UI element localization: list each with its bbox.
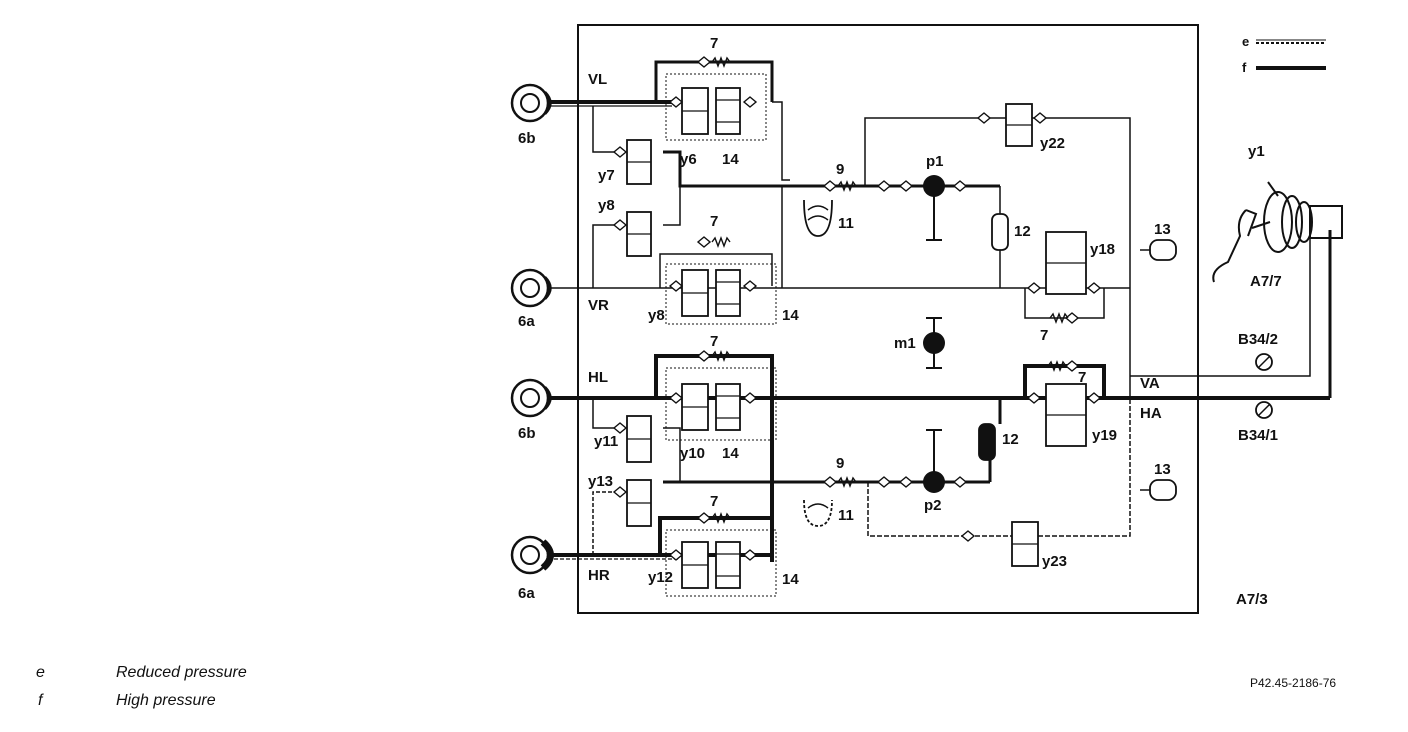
wheel-label-fl: 6b [518,130,536,147]
svg-text:14: 14 [722,151,739,168]
svg-text:14: 14 [782,571,799,588]
sensor-b34-1 [1255,401,1273,419]
svg-text:y1: y1 [1248,143,1265,160]
svg-text:12: 12 [1002,431,1019,448]
svg-text:13: 13 [1154,221,1171,238]
circuit-labels: VL VR HL HR VA HA [588,71,1162,584]
svg-text:y12: y12 [648,569,673,586]
svg-text:7: 7 [710,213,718,230]
wheel-label-rl: 6b [518,425,536,442]
svg-text:y13: y13 [588,473,613,490]
svg-text:f: f [1242,60,1247,75]
svg-text:y6: y6 [680,151,697,168]
svg-text:m1: m1 [894,335,916,352]
motor-m1 [923,317,945,369]
component-labels: 7 7 7 7 7 7 9 9 11 11 12 12 13 13 14 14 … [710,35,1282,608]
legend-key-e: e [36,664,45,681]
valve-labels: y6 y7 y8 y8 y10 y11 y12 y13 y18 y19 y22 … [588,135,1117,586]
svg-text:7: 7 [710,493,718,510]
svg-text:11: 11 [838,215,854,232]
svg-text:y7: y7 [598,167,615,184]
svg-text:y19: y19 [1092,427,1117,444]
svg-text:7: 7 [1078,369,1086,386]
svg-text:11: 11 [838,507,854,524]
svg-text:e: e [1242,34,1249,49]
sensor-b34-2 [1255,353,1273,371]
master-cylinder [1212,181,1343,283]
wheel-front-left [510,83,552,123]
svg-text:9: 9 [836,455,844,472]
wheel-label-fr: 6a [518,313,535,330]
svg-text:p2: p2 [924,497,942,514]
svg-text:VA: VA [1140,375,1160,392]
unit-frame [577,24,1199,614]
svg-text:y22: y22 [1040,135,1065,152]
reservoir-11-upper [803,199,833,237]
svg-text:B34/1: B34/1 [1238,427,1278,444]
svg-text:y8: y8 [598,197,615,214]
svg-text:14: 14 [722,445,739,462]
pump-p2 [923,471,945,493]
legend-label-reduced-pressure: Reduced pressure [116,664,247,681]
svg-text:9: 9 [836,161,844,178]
svg-text:HA: HA [1140,405,1162,422]
svg-text:13: 13 [1154,461,1171,478]
svg-text:y8: y8 [648,307,665,324]
wheel-front-right [510,268,552,308]
legend-lines: e f [1242,34,1326,75]
svg-text:HL: HL [588,369,608,386]
legend-label-high-pressure: High pressure [116,692,216,709]
valve-inner-lines [627,99,1086,577]
svg-text:B34/2: B34/2 [1238,331,1278,348]
chamber-13-upper [1149,239,1177,261]
wheel-rear-right [510,535,554,575]
svg-text:7: 7 [710,333,718,350]
chamber-13-lower [1149,479,1177,501]
svg-text:y18: y18 [1090,241,1115,258]
hydraulic-lines [548,60,1332,597]
wheel-label-rr: 6a [518,585,535,602]
svg-text:14: 14 [782,307,799,324]
damper-12-upper [991,213,1009,251]
svg-text:VL: VL [588,71,607,88]
wheel-rear-left [510,378,552,418]
legend-key-f: f [38,692,43,709]
svg-text:7: 7 [1040,327,1048,344]
svg-text:y10: y10 [680,445,705,462]
damper-12-lower [978,423,996,461]
svg-text:p1: p1 [926,153,944,170]
reservoir-11-lower [803,499,833,527]
svg-text:A7/3: A7/3 [1236,591,1268,608]
pump-p1 [923,175,945,197]
svg-text:VR: VR [588,297,609,314]
svg-text:A7/7: A7/7 [1250,273,1282,290]
figure-reference: P42.45-2186-76 [1250,676,1337,690]
svg-text:y11: y11 [594,433,618,450]
svg-text:12: 12 [1014,223,1031,240]
svg-text:y23: y23 [1042,553,1067,570]
svg-text:7: 7 [710,35,718,52]
svg-text:HR: HR [588,567,610,584]
